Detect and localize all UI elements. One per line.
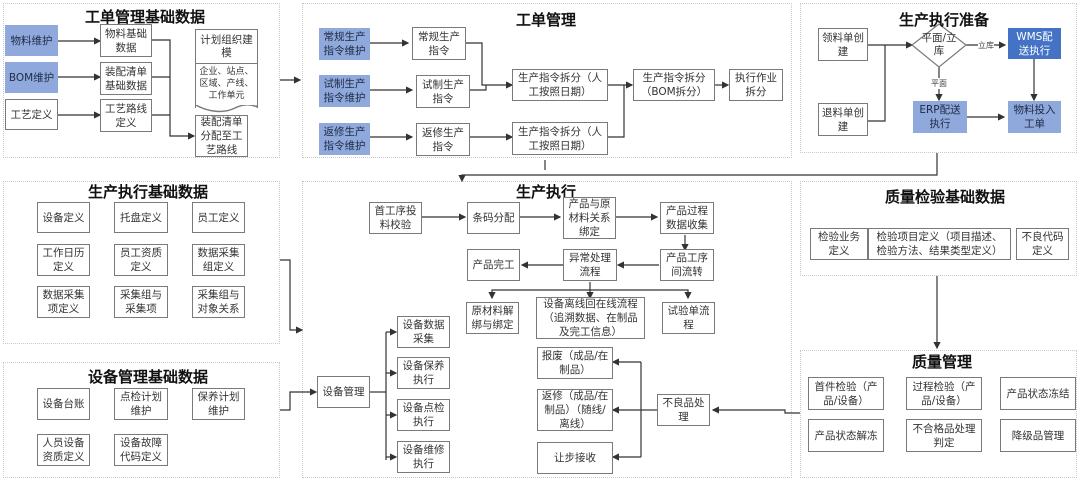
- regular-order-box[interactable]: 常规生产指令: [412, 27, 466, 60]
- panel-title: 工单管理基础数据: [85, 8, 206, 26]
- trial-order-flow-box[interactable]: 试验单流程: [662, 302, 715, 334]
- assembly-list-base-data-box[interactable]: 装配清单基础数据: [100, 62, 152, 95]
- work-calendar-def-box[interactable]: 工作日历定义: [37, 244, 90, 276]
- inspection-item-def-box[interactable]: 检验项目定义（项目描述、检验方法、结果类型定义）: [868, 228, 1011, 260]
- panel-quality-management: [800, 350, 1077, 478]
- group-object-relation-box[interactable]: 采集组与对象关系: [192, 286, 245, 318]
- employee-qualif-def-box[interactable]: 员工资质定义: [114, 244, 168, 276]
- doc-wave: [195, 105, 258, 113]
- product-complete-box[interactable]: 产品完工: [467, 249, 520, 281]
- employee-def-box[interactable]: 员工定义: [192, 202, 245, 233]
- equip-offline-online-box[interactable]: 设备离线回在线流程（追溯数据、在制品及完工信息）: [536, 297, 645, 339]
- process-data-collect-box[interactable]: 产品过程数据收集: [660, 202, 714, 234]
- equip-inspection-exec-box[interactable]: 设备点检执行: [397, 399, 450, 431]
- equip-maintenance-exec-box[interactable]: 设备保养执行: [397, 357, 450, 389]
- doc-title: 计划组织建模: [195, 29, 258, 64]
- exec-job-split-box[interactable]: 执行作业拆分: [729, 69, 783, 101]
- panel-title: 工单管理: [516, 11, 577, 29]
- bom-maintenance-box[interactable]: BOM维护: [5, 62, 58, 93]
- equip-repair-exec-box[interactable]: 设备维修执行: [397, 441, 450, 473]
- planning-org-modeling-doc[interactable]: 计划组织建模 企业、站点、区域、产线、工作单元: [195, 29, 258, 113]
- trial-order-maint-box[interactable]: 试制生产指令维护: [319, 75, 370, 107]
- equip-data-collect-box[interactable]: 设备数据采集: [397, 316, 450, 348]
- inspection-business-def-box[interactable]: 检验业务定义: [810, 228, 868, 260]
- personnel-equip-qualif-box[interactable]: 人员设备资质定义: [37, 434, 90, 466]
- panel-title: 质量管理: [912, 353, 973, 371]
- product-freeze-box[interactable]: 产品状态冻结: [1000, 377, 1076, 410]
- rework-box[interactable]: 返修（成品/在制品）（随线/离线）: [537, 389, 613, 431]
- equipment-management-box[interactable]: 设备管理: [317, 376, 370, 408]
- process-inspection-box[interactable]: 过程检验（产品/设备）: [906, 377, 982, 410]
- material-to-order-box[interactable]: 物料投入工单: [1008, 101, 1061, 133]
- process-definition-box[interactable]: 工艺定义: [5, 99, 58, 130]
- rework-order-maint-box[interactable]: 返修生产指令维护: [319, 123, 370, 155]
- inter-process-transfer-box[interactable]: 产品工序间流转: [660, 249, 714, 281]
- regular-order-maint-box[interactable]: 常规生产指令维护: [319, 28, 370, 60]
- group-item-box[interactable]: 采集组与采集项: [114, 286, 168, 318]
- edge-label-to-erp: 平面: [931, 78, 947, 89]
- material-maintenance-box[interactable]: 物料维护: [5, 25, 58, 56]
- erp-delivery-box[interactable]: ERP配送执行: [913, 101, 967, 133]
- product-material-bind-box[interactable]: 产品与原材料关系绑定: [563, 197, 616, 239]
- downgrade-management-box[interactable]: 降级品管理: [1000, 419, 1076, 452]
- nonconforming-judgment-box[interactable]: 不合格品处理判定: [906, 419, 982, 452]
- scrap-box[interactable]: 报废（成品/在制品）: [537, 347, 613, 379]
- defect-handling-box[interactable]: 不良品处理: [657, 394, 710, 426]
- first-process-check-box[interactable]: 首工序投料校验: [369, 202, 422, 234]
- equip-fault-code-box[interactable]: 设备故障代码定义: [114, 434, 168, 466]
- edge-label-to-wms: 立库: [978, 40, 994, 51]
- data-collect-group-def-box[interactable]: 数据采集组定义: [192, 244, 245, 276]
- material-unbind-bind-box[interactable]: 原材料解绑与绑定: [466, 302, 519, 334]
- panel-title: 生产执行基础数据: [88, 183, 209, 201]
- barcode-assign-box[interactable]: 条码分配: [467, 202, 520, 234]
- pick-order-create-box[interactable]: 领料单创建: [818, 28, 868, 61]
- return-order-create-box[interactable]: 退料单创建: [818, 103, 868, 136]
- panel-title: 设备管理基础数据: [88, 368, 209, 386]
- panel-title: 质量检验基础数据: [885, 188, 1006, 206]
- wms-delivery-box[interactable]: WMS配送执行: [1008, 28, 1061, 59]
- equipment-def-box[interactable]: 设备定义: [37, 202, 90, 233]
- pallet-def-box[interactable]: 托盘定义: [114, 202, 168, 233]
- panel-title: 生产执行: [516, 183, 577, 201]
- inspection-plan-box[interactable]: 点检计划维护: [114, 388, 168, 420]
- exception-handling-box[interactable]: 异常处理流程: [563, 249, 617, 281]
- concession-accept-box[interactable]: 让步接收: [537, 442, 613, 474]
- assembly-to-routing-box[interactable]: 装配清单分配至工艺路线: [195, 115, 248, 157]
- first-article-inspection-box[interactable]: 首件检验（产品/设备）: [808, 377, 884, 410]
- rework-order-box[interactable]: 返修生产指令: [416, 123, 470, 156]
- data-collect-item-def-box[interactable]: 数据采集项定义: [37, 286, 90, 318]
- defect-code-def-box[interactable]: 不良代码定义: [1016, 228, 1069, 260]
- order-split-date-box-2[interactable]: 生产指令拆分（人工按照日期）: [512, 122, 608, 155]
- panel-title: 生产执行准备: [899, 11, 990, 29]
- doc-body: 企业、站点、区域、产线、工作单元: [195, 64, 258, 108]
- routing-definition-box[interactable]: 工艺路线定义: [100, 99, 152, 132]
- order-split-bom-box[interactable]: 生产指令拆分（BOM拆分）: [633, 69, 715, 101]
- maintenance-plan-box[interactable]: 保养计划维护: [192, 388, 245, 420]
- equipment-ledger-box[interactable]: 设备台账: [37, 388, 90, 420]
- decision-label: 平面/立库: [921, 32, 957, 57]
- material-base-data-box[interactable]: 物料基础数据: [100, 24, 152, 57]
- trial-order-box[interactable]: 试制生产指令: [416, 75, 470, 108]
- order-split-date-box-1[interactable]: 生产指令拆分（人工按照日期）: [512, 69, 608, 101]
- product-unfreeze-box[interactable]: 产品状态解冻: [808, 419, 884, 452]
